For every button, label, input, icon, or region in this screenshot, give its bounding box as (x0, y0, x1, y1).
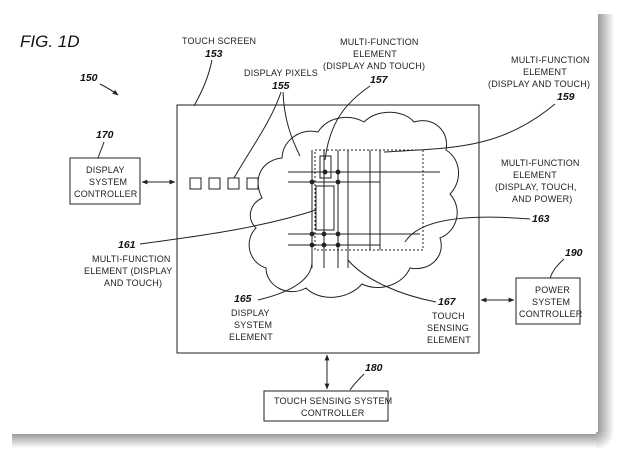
power-system-controller-label-1: POWER (535, 285, 570, 295)
display-system-element-label-3: ELEMENT (229, 332, 273, 342)
power-system-controller-label-3: CONTROLLER (519, 309, 583, 319)
display-system-controller-label-1: DISPLAY (86, 165, 125, 175)
ref-159: 159 (557, 91, 575, 103)
ref-190: 190 (565, 247, 583, 259)
ref-155-leader-a (233, 91, 282, 179)
touch-sensing-element-label-3: ELEMENT (427, 335, 471, 345)
power-system-controller-box (515, 277, 581, 325)
mfe-161-label-3: AND TOUCH) (104, 278, 162, 288)
mfe-161-label-1: MULTI-FUNCTION (92, 254, 171, 264)
patent-sheet (0, 0, 606, 436)
mfe-161-label-2: ELEMENT (DISPLAY (84, 266, 172, 276)
ref-161: 161 (118, 239, 136, 251)
ref-163: 163 (532, 213, 550, 225)
ref-155-leader-b (282, 91, 301, 157)
touch-sensing-system-controller-label-1: TOUCH SENSING SYSTEM (274, 396, 392, 406)
ref-165: 165 (234, 293, 252, 305)
ref-150: 150 (80, 72, 98, 84)
sheet-shadow-bottom (12, 434, 606, 448)
mfe-163-label-1: MULTI-FUNCTION (501, 158, 580, 168)
ref-180-leader (349, 373, 365, 391)
ref-167: 167 (438, 296, 457, 308)
ref-163-leader (404, 216, 531, 243)
power-system-controller-label-2: SYSTEM (532, 297, 570, 307)
mfe-159-label-1: MULTI-FUNCTION (511, 55, 590, 65)
mfe-163-label-4: AND POWER) (512, 194, 573, 204)
touch-sensing-element-label-1: TOUCH (432, 311, 465, 321)
mfe-159-label-3: (DISPLAY AND TOUCH) (488, 79, 590, 89)
mfe-157-label-3: (DISPLAY AND TOUCH) (323, 61, 425, 71)
ref-167-leader (347, 259, 437, 303)
display-pixels (189, 177, 259, 190)
touch-sensing-system-controller-label-2: CONTROLLER (301, 408, 365, 418)
mfe-163-label-2: ELEMENT (513, 170, 557, 180)
display-system-controller-label-2: SYSTEM (89, 177, 127, 187)
ref-159-leader (383, 103, 556, 153)
ref-155: 155 (272, 80, 290, 92)
touch-sensing-element-label-2: SENSING (427, 323, 469, 333)
ref-170-leader (97, 141, 105, 159)
sheet-shadow-right (598, 14, 614, 446)
display-system-element-cell (315, 185, 335, 231)
touch-screen-label: TOUCH SCREEN (182, 36, 256, 46)
detail-blob (248, 111, 459, 298)
pixel-grid (288, 149, 440, 268)
ref-153-leader (193, 59, 213, 107)
display-system-element-label-1: DISPLAY (231, 308, 270, 318)
ref-165-leader (257, 261, 313, 301)
mfe-157-label-1: MULTI-FUNCTION (340, 37, 419, 47)
touch-screen-box (176, 104, 480, 354)
touch-sensing-system-controller-box (263, 390, 389, 422)
ref-157-leader (324, 85, 371, 161)
mfe-159-label-2: ELEMENT (523, 67, 567, 77)
mfe-163-label-3: (DISPLAY, TOUCH, (495, 182, 577, 192)
ref-150-arrow (99, 83, 119, 96)
ref-161-leader (139, 209, 317, 245)
ref-170: 170 (96, 129, 114, 141)
display-system-element-label-2: SYSTEM (234, 320, 272, 330)
ref-190-leader (549, 258, 565, 279)
ref-180: 180 (365, 362, 383, 374)
ref-157: 157 (370, 74, 389, 86)
sheet-shadow-corner (596, 432, 614, 448)
figure-label: FIG. 1D (20, 32, 80, 51)
mfe-157-label-2: ELEMENT (353, 49, 397, 59)
display-pixels-label: DISPLAY PIXELS (244, 68, 318, 78)
ref-153: 153 (205, 48, 223, 60)
display-system-controller-label-3: CONTROLLER (74, 189, 138, 199)
display-system-controller-box (69, 157, 141, 205)
